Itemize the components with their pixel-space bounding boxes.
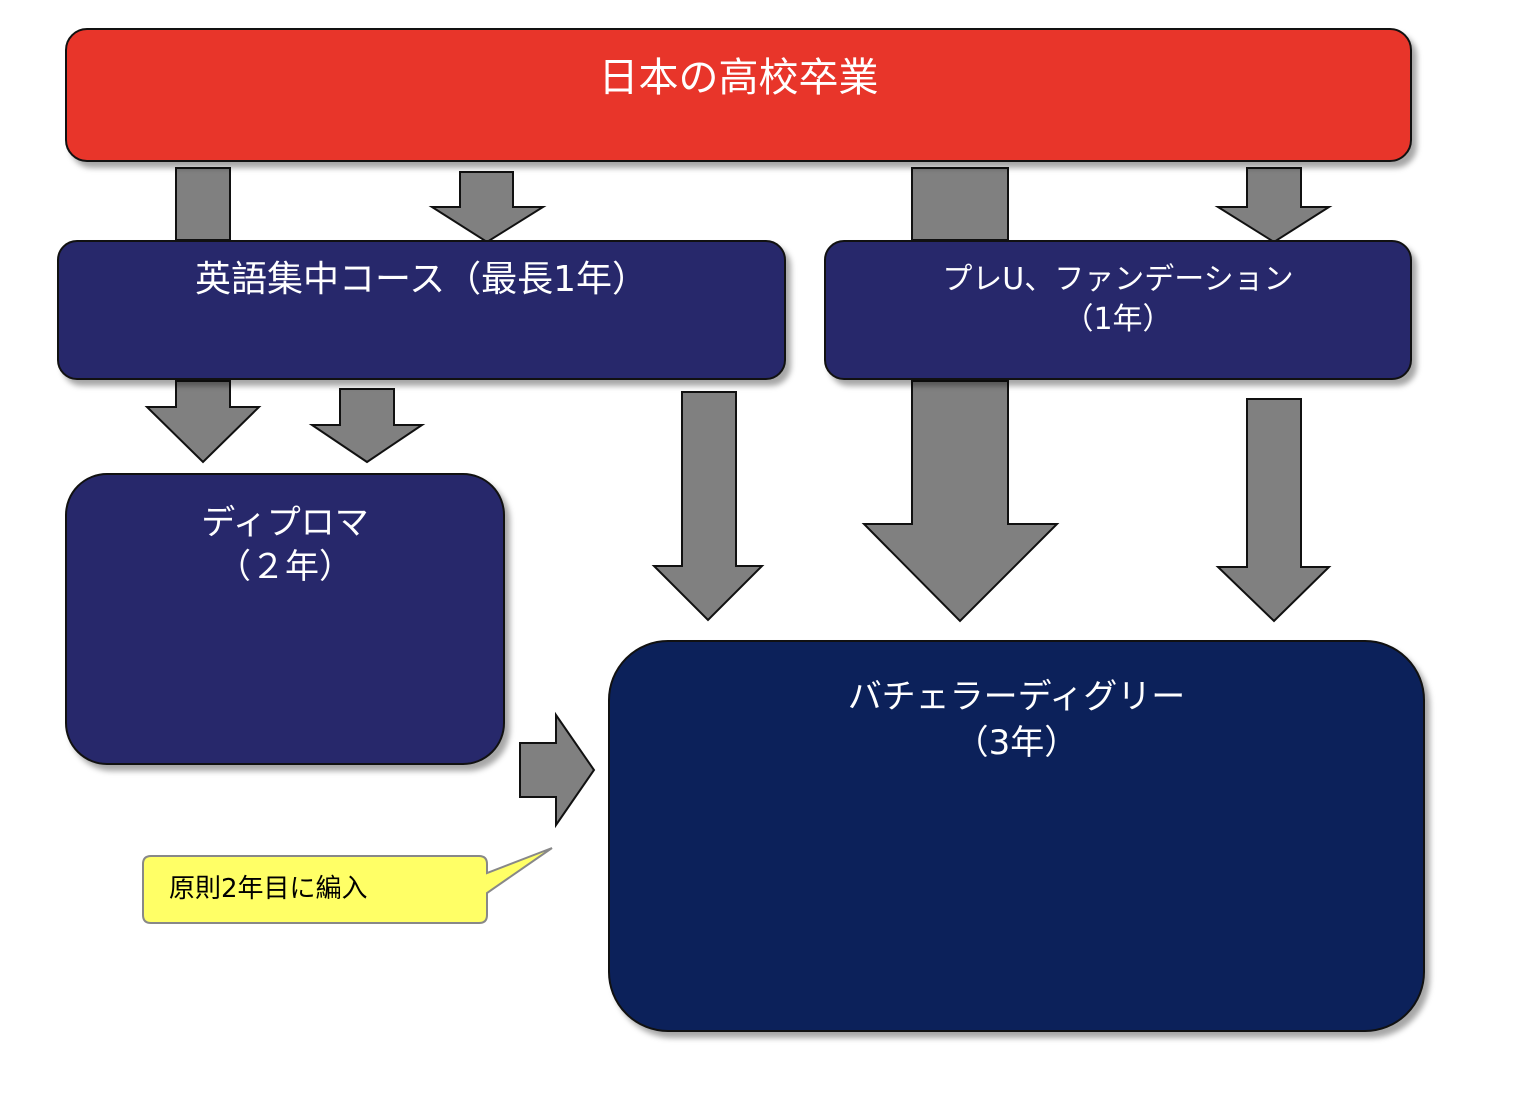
arrow-english-to-diploma-2 xyxy=(308,388,426,464)
callout-label: 原則2年目に編入 xyxy=(169,874,368,904)
diploma-duration: （２年） xyxy=(217,547,353,587)
bachelor-degree-box: バチェラーディグリー （3年） xyxy=(608,640,1425,1032)
english-course-label: 英語集中コース（最長1年） xyxy=(194,259,649,300)
pre-university-duration: （1年） xyxy=(1063,302,1173,337)
high-school-graduation-box: 日本の高校卒業 xyxy=(65,28,1412,162)
arrow-pre-to-bachelor-big xyxy=(861,380,1060,623)
arrow-diploma-to-bachelor xyxy=(519,711,596,829)
english-course-box: 英語集中コース（最長1年） xyxy=(57,240,786,380)
pre-university-box: プレU、ファンデーション （1年） xyxy=(824,240,1412,380)
diploma-box: ディプロマ （２年） xyxy=(65,473,505,765)
arrow-english-to-diploma-1 xyxy=(144,380,262,464)
callout-shape xyxy=(142,847,553,924)
arrow-english-to-bachelor xyxy=(651,391,765,622)
arrow-top-to-english xyxy=(428,171,547,244)
bachelor-degree-label: バチェラーディグリー xyxy=(847,677,1186,717)
diploma-label: ディプロマ xyxy=(201,503,369,543)
arrow-top-to-pre xyxy=(1214,167,1333,244)
bachelor-degree-duration: （3年） xyxy=(954,723,1079,763)
arrow-pre-to-bachelor-right xyxy=(1215,398,1332,623)
pre-university-label: プレU、ファンデーション xyxy=(942,262,1294,297)
high-school-graduation-label: 日本の高校卒業 xyxy=(598,55,879,101)
